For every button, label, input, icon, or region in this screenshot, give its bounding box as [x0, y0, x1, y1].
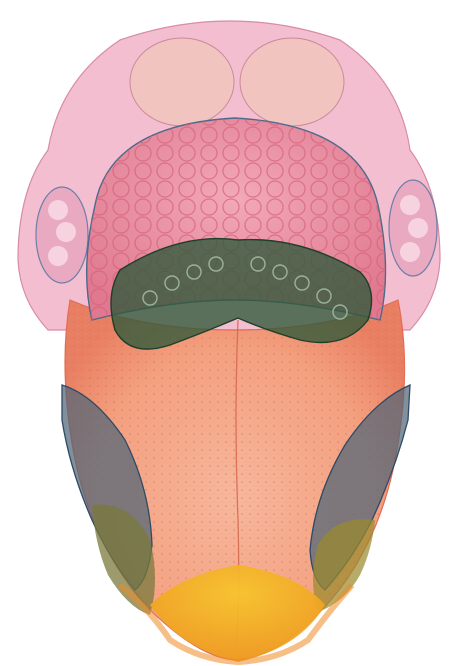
upper-lobe-right: [240, 38, 344, 126]
tonsil-right: [389, 180, 437, 276]
upper-lobe-left: [130, 38, 234, 126]
tonsil-left: [36, 187, 88, 283]
